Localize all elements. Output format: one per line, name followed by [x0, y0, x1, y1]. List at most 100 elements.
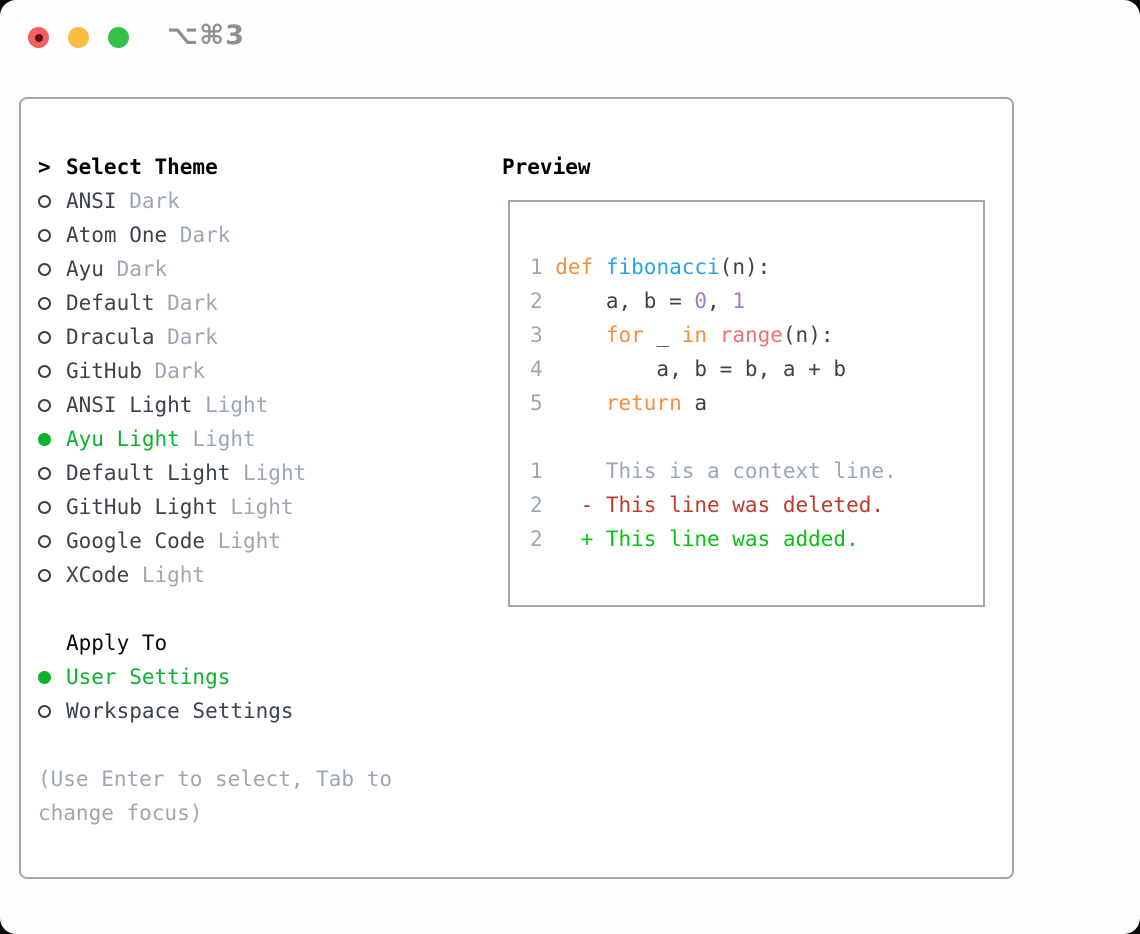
theme-item-variant: Dark — [179, 223, 231, 247]
theme-item-ayu-light[interactable]: Ayu Light Light — [38, 422, 392, 456]
apply-option-user-settings[interactable]: User Settings — [38, 660, 392, 694]
code-token-plain: a — [681, 391, 708, 415]
apply-to-header-label: Apply To — [66, 631, 168, 655]
theme-item-label: Dracula — [66, 325, 155, 349]
preview-line-5: 5 return a — [530, 386, 967, 420]
code-token-fn: fibonacci — [605, 255, 720, 279]
code-token-del: - This line was deleted. — [555, 493, 885, 517]
code-token-plain — [555, 323, 606, 347]
radio-marker — [38, 534, 66, 548]
radio-marker — [38, 296, 66, 310]
preview-line-8: 2 - This line was deleted. — [530, 488, 967, 522]
theme-item-ayu[interactable]: Ayu Dark — [38, 252, 392, 286]
line-number — [530, 420, 543, 454]
line-number: 1 — [530, 459, 543, 483]
radio-marker — [38, 670, 66, 684]
apply-to-header: Apply To — [38, 626, 392, 660]
preview-line-2: 2 a, b = 0, 1 — [530, 284, 967, 318]
preview-line-6 — [530, 420, 967, 454]
code-token-plain — [593, 255, 606, 279]
radio-marker — [38, 500, 66, 514]
theme-item-ansi-light[interactable]: ANSI Light Light — [38, 388, 392, 422]
theme-item-label: Atom One — [66, 223, 168, 247]
code-token-call: range — [719, 323, 783, 347]
theme-item-label: Default Light — [66, 461, 231, 485]
code-token-num: 0 — [694, 289, 708, 313]
theme-item-label: XCode — [66, 563, 130, 587]
code-token-plain: a, b = b, a + b — [555, 357, 847, 381]
code-token-plain: a, b = — [555, 289, 695, 313]
radio-marker — [38, 568, 66, 582]
code-token-ctx: This is a context line. — [555, 459, 897, 483]
theme-item-dracula[interactable]: Dracula Dark — [38, 320, 392, 354]
radio-icon — [38, 500, 51, 514]
theme-item-label: Ayu Light — [66, 427, 180, 451]
preview-line-4: 4 a, b = b, a + b — [530, 352, 967, 386]
theme-item-default[interactable]: Default Dark — [38, 286, 392, 320]
code-token-num: 1 — [732, 289, 745, 313]
minimize-button[interactable] — [68, 27, 89, 48]
radio-selected-icon — [38, 432, 51, 446]
window-shortcut-label: ⌥⌘3 — [167, 20, 245, 51]
radio-icon — [38, 194, 51, 208]
radio-icon — [38, 534, 51, 548]
theme-item-github[interactable]: GitHub Dark — [38, 354, 392, 388]
theme-item-variant: Dark — [167, 291, 218, 315]
line-number: 3 — [530, 323, 543, 347]
theme-item-google-code[interactable]: Google Code Light — [38, 524, 392, 558]
radio-marker — [38, 364, 66, 378]
radio-icon — [38, 466, 51, 480]
close-button-dot — [34, 33, 43, 42]
theme-item-variant: Dark — [129, 189, 180, 213]
code-token-kw: in — [681, 323, 708, 347]
window-titlebar: ⌥⌘3 — [0, 0, 1140, 74]
code-token-plain: _ — [643, 323, 682, 347]
theme-item-variant: Dark — [154, 359, 206, 383]
zoom-button[interactable] — [108, 27, 129, 48]
theme-item-label: Ayu — [66, 257, 104, 281]
theme-item-variant: Dark — [167, 325, 218, 349]
line-number: 2 — [530, 493, 543, 517]
theme-item-variant: Light — [230, 495, 294, 519]
radio-selected-icon — [38, 670, 51, 684]
theme-item-label: Google Code — [66, 529, 206, 553]
code-token-plain: (n): — [719, 255, 771, 279]
radio-icon — [38, 262, 51, 276]
radio-marker — [38, 432, 66, 446]
help-hint: (Use Enter to select, Tab to change focu… — [38, 767, 393, 825]
radio-icon — [38, 704, 51, 718]
line-number: 5 — [530, 391, 543, 415]
radio-icon — [38, 228, 51, 242]
theme-item-label: GitHub — [66, 359, 142, 383]
theme-item-variant: Light — [205, 393, 269, 417]
apply-option-label: User Settings — [66, 665, 231, 689]
code-token-add: + This line was added. — [555, 527, 859, 551]
preview-line-3: 3 for _ in range(n): — [530, 318, 967, 352]
radio-marker — [38, 398, 66, 412]
theme-item-variant: Light — [217, 529, 281, 553]
theme-item-label: ANSI Light — [66, 393, 193, 417]
radio-icon — [38, 398, 51, 412]
select-theme-header: > Select Theme — [38, 150, 392, 184]
theme-item-label: Default — [66, 291, 155, 315]
theme-item-variant: Light — [192, 427, 256, 451]
line-number: 2 — [530, 289, 543, 313]
close-button[interactable] — [28, 27, 49, 48]
code-token-kw: def — [555, 255, 594, 279]
apply-option-workspace-settings[interactable]: Workspace Settings — [38, 694, 392, 728]
theme-item-variant: Dark — [116, 257, 168, 281]
radio-marker — [38, 228, 66, 242]
radio-icon — [38, 330, 51, 344]
code-token-plain — [555, 391, 606, 415]
theme-item-atom-one[interactable]: Atom One Dark — [38, 218, 392, 252]
